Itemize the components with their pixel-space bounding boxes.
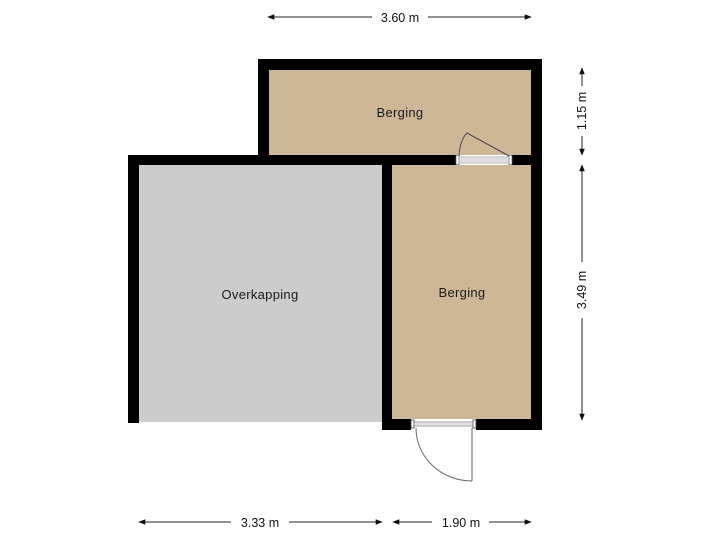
- wall-right: [531, 59, 542, 430]
- wall-left: [128, 155, 139, 423]
- dimension-bottom-left-width: 3.33 m: [138, 516, 383, 530]
- walls: [128, 59, 542, 430]
- dimension-label: 3.60 m: [381, 11, 419, 25]
- room-fill-overkapping: [139, 165, 382, 422]
- door-exterior[interactable]: [410, 419, 477, 482]
- door-between-bergings[interactable]: [455, 132, 513, 165]
- door-leaf: [466, 132, 510, 157]
- wall-bottom-left: [382, 419, 411, 430]
- dimension-label: 3.49 m: [575, 271, 589, 309]
- wall-middle-vertical: [382, 155, 392, 430]
- wall-top-outer: [258, 59, 542, 70]
- door-swing-arc: [458, 132, 468, 157]
- door-swing-arc: [415, 427, 473, 482]
- dimension-right-main-height: 3.49 m: [575, 164, 589, 421]
- wall-top-left: [258, 59, 269, 165]
- dimension-top-width: 3.60 m: [267, 11, 532, 25]
- dimension-label: 3.33 m: [241, 516, 279, 530]
- room-label-berging-top: Berging: [377, 105, 424, 120]
- wall-bottom-right: [476, 419, 542, 430]
- wall-mid-horizontal-right: [512, 155, 542, 165]
- room-label-overkapping: Overkapping: [221, 287, 298, 302]
- dimension-label: 1.90 m: [442, 516, 480, 530]
- wall-mid-horizontal-left: [128, 155, 456, 165]
- room-fill-berging-top: [269, 70, 531, 155]
- dimension-bottom-right-width: 1.90 m: [392, 516, 532, 530]
- dimension-label: 1.15 m: [575, 92, 589, 130]
- dimension-right-top-height: 1.15 m: [575, 67, 589, 156]
- room-label-berging-right: Berging: [439, 285, 486, 300]
- room-fill-berging-right: [392, 165, 531, 419]
